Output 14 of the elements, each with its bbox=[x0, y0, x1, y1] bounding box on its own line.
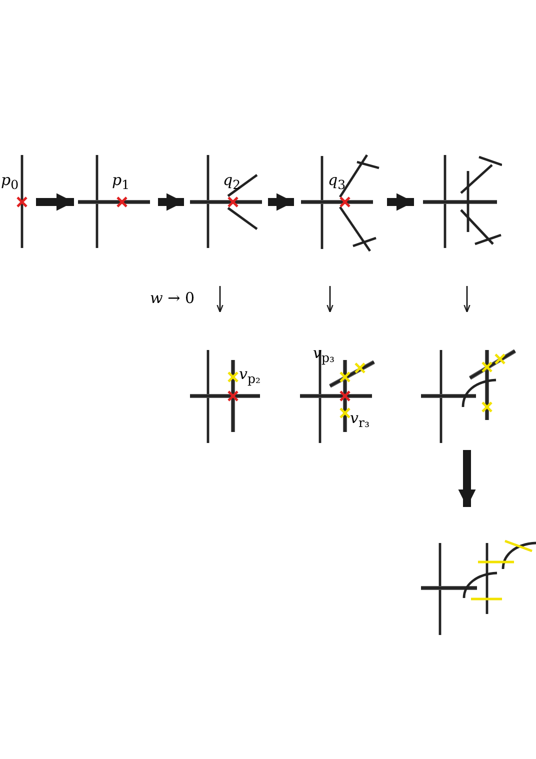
block-arrow bbox=[158, 193, 184, 211]
point-label: v$_{r₃}$ bbox=[350, 410, 370, 431]
block-arrow bbox=[36, 193, 74, 211]
arrow bbox=[464, 286, 470, 313]
arrow bbox=[216, 286, 224, 313]
block-arrow bbox=[268, 193, 294, 211]
point-label: q$_{2}$ bbox=[223, 172, 241, 193]
block-arrow bbox=[458, 450, 476, 507]
point-label: q$_{3}$ bbox=[328, 172, 346, 193]
block-arrow bbox=[387, 193, 414, 211]
point-label: v$_{p₂}$ bbox=[239, 366, 260, 387]
arrow bbox=[326, 286, 334, 313]
point-label: p$_{0}$ bbox=[1, 172, 19, 193]
point-label: p$_{1}$ bbox=[112, 172, 130, 193]
